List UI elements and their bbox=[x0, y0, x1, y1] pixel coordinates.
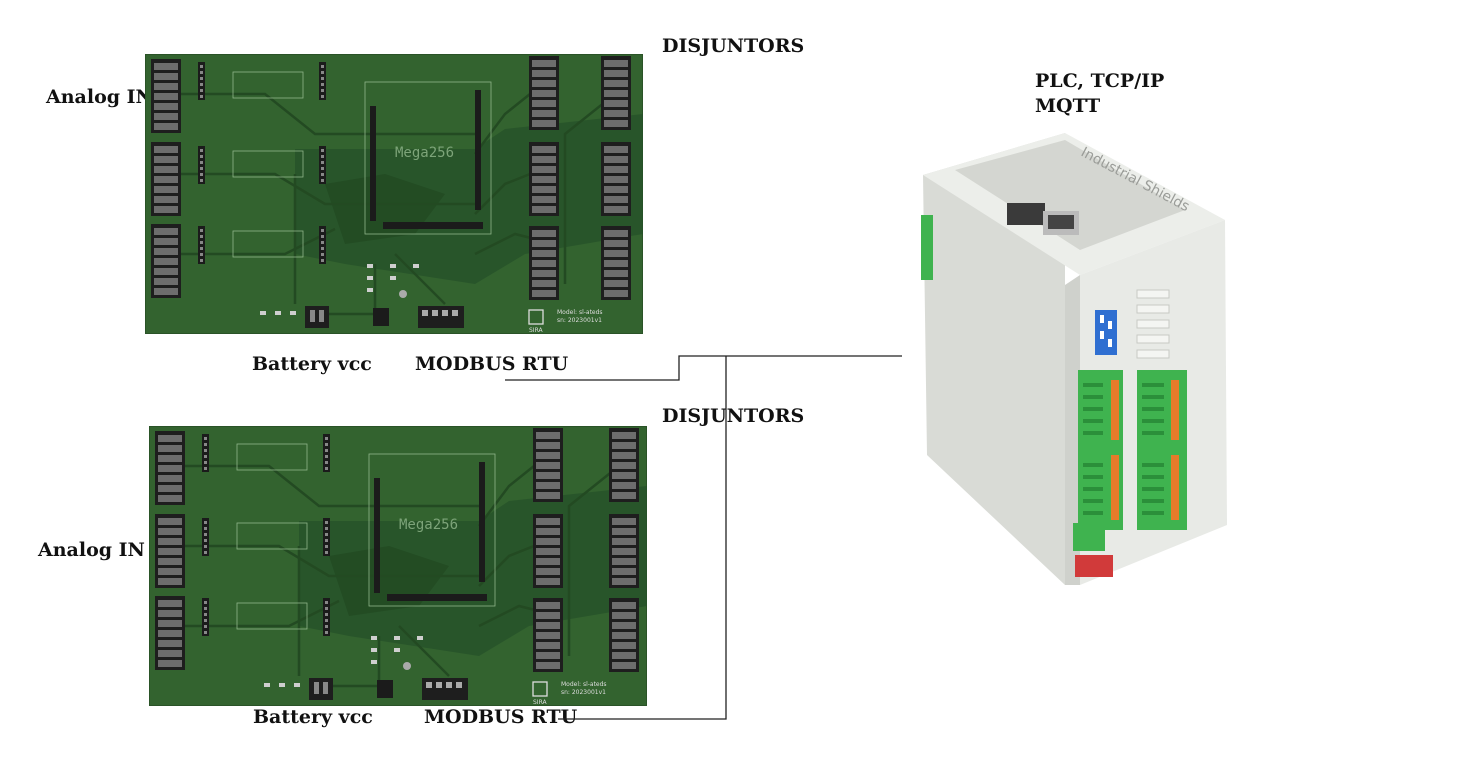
analog-in-label-bottom: Analog IN bbox=[38, 539, 145, 561]
pcb-board-bottom-graphics: SIRA Model: sl-ateds sn: 2023001v1 Mega2… bbox=[155, 428, 647, 706]
disjuntors-label-bottom: DISJUNTORS bbox=[662, 405, 805, 427]
pcb-model-line2: sn: 2023001v1 bbox=[557, 317, 602, 324]
modbus-rtu-label-top: MODBUS RTU bbox=[415, 353, 569, 375]
pcb-brand: SIRA bbox=[529, 327, 544, 334]
pcb-board-bottom: SIRA Model: sl-ateds sn: 2023001v1 Mega2… bbox=[149, 426, 647, 706]
modbus-rtu-label-bottom: MODBUS RTU bbox=[424, 706, 578, 728]
pcb-model-line1-2: Model: sl-ateds bbox=[561, 681, 607, 688]
pcb-model-line1: Model: sl-ateds bbox=[557, 309, 603, 316]
plc-mqtt-label: MQTT bbox=[1035, 95, 1101, 117]
pcb-board-top: SIRA Model: sl-ateds sn: 2023001v1 Mega2… bbox=[145, 54, 643, 334]
pcb-brand-2: SIRA bbox=[533, 699, 548, 706]
plc-protocol-label: PLC, TCP/IP bbox=[1035, 70, 1165, 92]
disjuntors-label-top: DISJUNTORS bbox=[662, 35, 805, 57]
pcb-model-line2-2: sn: 2023001v1 bbox=[561, 689, 606, 696]
plc-device: Industrial Shields bbox=[915, 125, 1245, 590]
plc-device-graphics: Industrial Shields bbox=[921, 133, 1227, 585]
pcb-board-top-graphics: SIRA Model: sl-ateds sn: 2023001v1 Mega2… bbox=[151, 56, 643, 334]
battery-vcc-label-bottom: Battery vcc bbox=[253, 706, 373, 728]
battery-vcc-label-top: Battery vcc bbox=[252, 353, 372, 375]
pcb-mcu-label: Mega256 bbox=[395, 145, 454, 161]
pcb-mcu-label-2: Mega256 bbox=[399, 517, 458, 533]
analog-in-label-top: Analog IN bbox=[46, 86, 153, 108]
